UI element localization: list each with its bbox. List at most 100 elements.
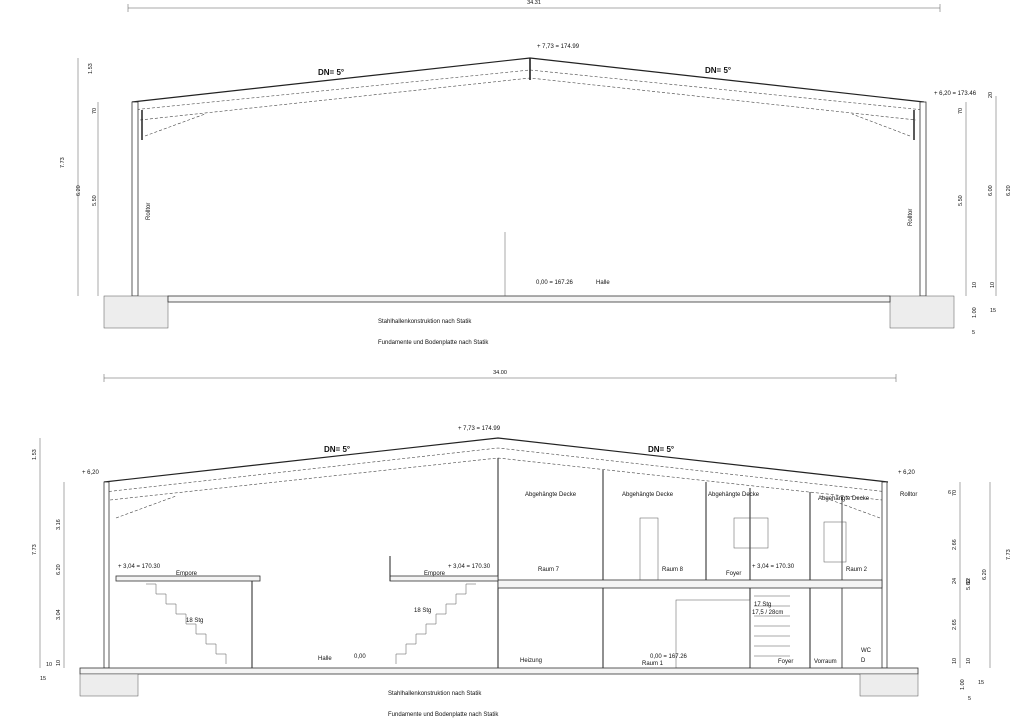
section2-roof-pitch-right: DN= 5° xyxy=(648,445,674,454)
section2-stairs-foyer xyxy=(754,595,790,657)
section2-door-raum1 xyxy=(675,599,751,669)
section2-room-heizung: Heizung xyxy=(520,658,542,664)
section2-dim-right-0: 6 xyxy=(948,490,951,496)
section-2: 34.00 + 7,73 = 174.99 + 6,20 + 6,20 DN= … xyxy=(32,370,1012,718)
section2-stairs2-label: 18 Stg xyxy=(414,608,431,614)
section2-room-raum2: Raum 2 xyxy=(846,567,868,573)
section2-dim-right-1: 70 xyxy=(952,490,958,496)
section2-column-left xyxy=(103,481,110,669)
section2-empore-left xyxy=(115,575,261,582)
section2-room-empore1: Empore xyxy=(176,571,198,577)
section2-right-top-level: + 6,20 xyxy=(898,470,916,476)
section2-note-foundation: Fundamente und Bodenplatte nach Statik xyxy=(388,712,499,718)
section2-room-wc-d: D xyxy=(861,658,866,664)
section1-roof-pitch-right: DN= 5° xyxy=(705,66,731,75)
section2-dim-left-0: 1.53 xyxy=(32,449,38,460)
section2-room-halle: Halle xyxy=(318,656,332,662)
section1-foundation-left xyxy=(103,295,169,329)
section1-roof xyxy=(131,57,925,103)
section1-dim-right-4: 6.20 xyxy=(1006,185,1012,196)
section2-dim-right-3: 24 xyxy=(952,578,958,584)
section1-dim-left-4: 70 xyxy=(92,108,98,114)
section2-dim-right-2: 2.66 xyxy=(952,539,958,550)
section2-stairs3b-label: 17,5 / 28cm xyxy=(752,610,783,616)
section2-rolltor: Rolltor xyxy=(900,492,917,498)
section1-dim-right-1: 70 xyxy=(958,108,964,114)
section2-dim-right-13: 5 xyxy=(968,696,971,702)
section2-dim-left-7: 10 xyxy=(56,660,62,666)
section2-ceiling-3: Abgehängte Decke xyxy=(818,496,870,502)
section1-top-dimension: 34.31 xyxy=(527,0,541,6)
section2-dim-left-3: 3.16 xyxy=(56,519,62,530)
section1-note-foundation: Fundamente und Bodenplatte nach Statik xyxy=(378,340,489,346)
section2-ridge-level: + 7,73 = 174.99 xyxy=(458,426,501,432)
section2-room-raum8: Raum 8 xyxy=(662,567,684,573)
section1-door-right: Rolltor xyxy=(908,209,914,226)
section1-dim-left-2: 6.20 xyxy=(76,185,82,196)
section2-foundation-left xyxy=(79,673,139,697)
section2-upper-floor xyxy=(497,579,883,589)
section1-eave-level: + 6,20 = 173.46 xyxy=(934,91,977,97)
section2-room-vorraum: Vorraum xyxy=(814,659,837,665)
section1-ridge-level: + 7,73 = 174.99 xyxy=(537,44,580,50)
section2-dim-left-1: 7.73 xyxy=(32,544,38,555)
section2-dim-left-2: 6.20 xyxy=(56,564,62,575)
section2-room-raum7: Raum 7 xyxy=(538,567,560,573)
section1-dim-left-0: 1.53 xyxy=(88,63,94,74)
section2-room-wc: WC xyxy=(861,648,872,654)
section1-dim-right-7: 1.00 xyxy=(972,307,978,318)
section2-level-empore-right: + 3,04 = 170.30 xyxy=(448,564,491,570)
section1-dim-left-1: 7.73 xyxy=(60,157,66,168)
section1-roof-pitch-left: DN= 5° xyxy=(318,68,344,77)
section2-dim-right-11: 1.00 xyxy=(960,679,966,690)
section2-stairs1-label: 18 Stg xyxy=(186,618,203,624)
section1-hall-label: Halle xyxy=(596,280,610,286)
section2-floor-slab xyxy=(79,667,919,675)
section1-column-left xyxy=(131,101,139,297)
section2-dim-right-7: 10 xyxy=(966,658,972,664)
section2-dim-left-4: 3.04 xyxy=(56,609,62,620)
section2-room-foyer-lower: Foyer xyxy=(778,659,793,665)
section2-column-right xyxy=(881,481,888,669)
section2-stairs3-label: 17 Stg xyxy=(754,602,771,608)
section2-floor-level-hall: 0,00 xyxy=(354,654,366,660)
section2-ceiling-2: Abgehängte Decke xyxy=(708,492,760,498)
section2-dim-right-12: 15 xyxy=(978,680,984,686)
section1-dim-right-9: 5 xyxy=(972,330,975,336)
section1-roof-inner xyxy=(131,69,925,111)
section2-dim-left-6: 15 xyxy=(40,676,46,682)
section2-dim-right-9: 6.20 xyxy=(982,569,988,580)
section2-dim-right-10: 7.73 xyxy=(1006,549,1012,560)
section1-dim-right-5: 10 xyxy=(972,282,978,288)
section1-column-right xyxy=(919,101,927,297)
section2-level-empore-left: + 3,04 = 170.30 xyxy=(118,564,161,570)
section2-dim-left-5: 10 xyxy=(46,662,52,668)
section1-floor-level: 0,00 = 167.26 xyxy=(536,280,574,286)
section2-room-empore2: Empore xyxy=(424,571,446,577)
section2-level-foyer: + 3,04 = 170.30 xyxy=(752,564,795,570)
section2-dim-right-8: 5.60 xyxy=(966,579,972,590)
section2-dim-right-5: 2.65 xyxy=(952,619,958,630)
section1-dim-right-6: 10 xyxy=(990,282,996,288)
section1-dim-right-2: 5.50 xyxy=(958,195,964,206)
section2-dim-right-6: 10 xyxy=(952,658,958,664)
section2-stairs-right xyxy=(395,583,476,664)
section2-roof-pitch-left: DN= 5° xyxy=(324,445,350,454)
section2-room-raum1: Raum 1 xyxy=(642,661,664,667)
section2-left-top-level: + 6,20 xyxy=(82,470,100,476)
section1-dim-right-8: 15 xyxy=(990,308,996,314)
section2-top-dimension: 34.00 xyxy=(493,370,507,376)
section2-stairs-left xyxy=(146,583,227,664)
section2-roof xyxy=(103,437,889,483)
section1-dim-right-0: 20 xyxy=(988,92,994,98)
section1-dim-right-3: 6.00 xyxy=(988,185,994,196)
section2-room-foyer-upper: Foyer xyxy=(726,571,741,577)
section2-foundation-right xyxy=(859,673,919,697)
section2-dim-right-4: 12 xyxy=(966,578,972,584)
section1-note-structure: Stahlhallenkonstruktion nach Statik xyxy=(378,319,472,325)
section2-ceiling-0: Abgehängte Decke xyxy=(525,492,577,498)
section-1: 34.31 + 7,73 = 174.99 + 6,20 = 173.46 DN… xyxy=(60,0,1012,346)
section2-note-structure: Stahlhallenkonstruktion nach Statik xyxy=(388,691,482,697)
section1-dim-left-3: 5.50 xyxy=(92,195,98,206)
